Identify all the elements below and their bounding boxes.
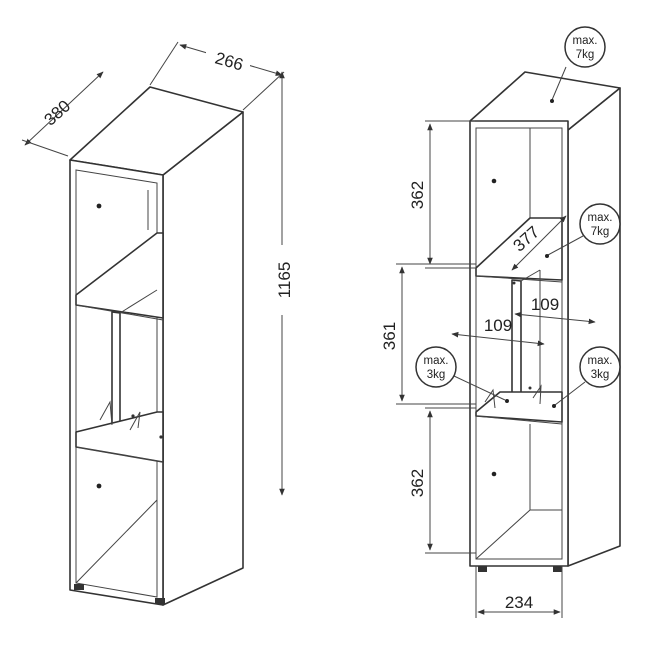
right-dimension-view: 362 361 362 377 109 109 234 max. 7kg <box>380 26 621 618</box>
left-cam-hole <box>96 483 102 489</box>
left-side-panel <box>162 111 244 606</box>
left-lower-shelf <box>75 411 164 463</box>
svg-text:3kg: 3kg <box>591 369 610 381</box>
right-side-panel <box>567 87 621 567</box>
shelf-depth-dimension-line <box>511 215 567 271</box>
right-foot <box>478 566 487 572</box>
depth-dimension: 380 <box>40 96 74 129</box>
load-badge-upper-shelf: max. 7kg <box>545 203 621 258</box>
svg-text:max.: max. <box>573 35 598 47</box>
left-foot <box>74 584 84 590</box>
load-badge-middle-right: max. 3kg <box>552 346 621 408</box>
inner-width-dimension: 234 <box>505 593 533 612</box>
svg-text:3kg: 3kg <box>427 369 446 381</box>
lower-divider-dimension: 109 <box>484 316 512 335</box>
left-upper-shelf <box>75 232 164 319</box>
load-badge-middle-left: max. 3kg <box>415 346 509 403</box>
left-isometric-shelf: 380 266 1165 <box>21 41 294 606</box>
svg-text:max.: max. <box>588 355 613 367</box>
left-cam-hole <box>96 203 102 209</box>
bottom-section-dimension: 362 <box>408 469 427 497</box>
upper-divider-dimension-line <box>514 311 596 325</box>
svg-text:7kg: 7kg <box>576 49 595 61</box>
svg-text:max.: max. <box>424 355 449 367</box>
lower-divider-dimension-line <box>451 331 545 347</box>
height-dimension: 1165 <box>275 262 294 299</box>
right-cam-hole <box>491 178 497 184</box>
svg-text:7kg: 7kg <box>591 226 610 238</box>
svg-text:max.: max. <box>588 212 613 224</box>
depth-dimension-line <box>24 71 104 146</box>
upper-divider-dimension: 109 <box>531 295 559 314</box>
middle-section-dimension: 361 <box>380 322 399 350</box>
right-foot <box>553 566 562 572</box>
top-section-dimension: 362 <box>408 181 427 209</box>
left-foot <box>155 598 165 604</box>
right-cam-hole <box>491 471 497 477</box>
load-badge-top: max. 7kg <box>550 26 606 103</box>
